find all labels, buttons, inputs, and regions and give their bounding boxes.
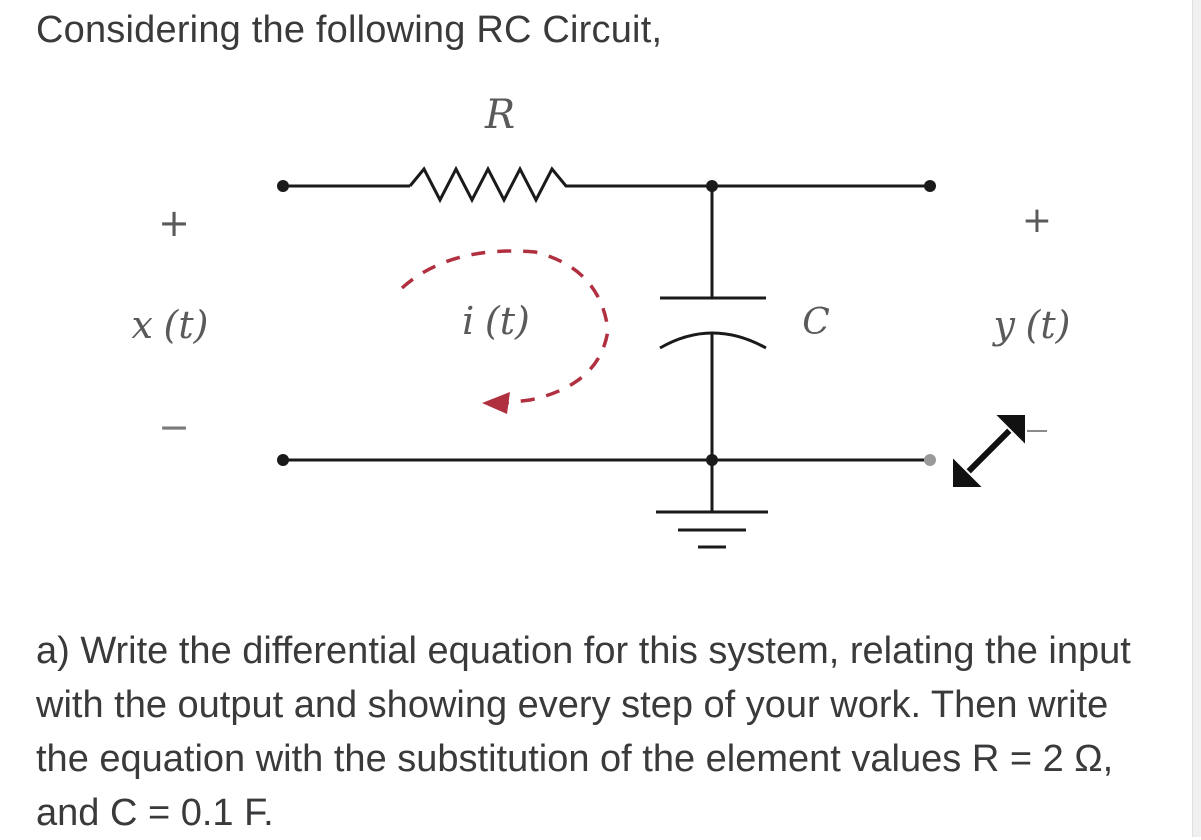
capacitor — [659, 186, 767, 460]
input-label: x (t) — [132, 303, 209, 347]
output-terminal-top — [924, 180, 936, 192]
input-minus-sign: − — [158, 405, 190, 449]
output-plus-sign: + — [1022, 200, 1052, 241]
page-scrollbar[interactable] — [1192, 0, 1201, 837]
current-label: i (t) — [462, 299, 530, 343]
input-terminal-bottom — [277, 454, 289, 466]
resistor-zigzag — [408, 165, 580, 204]
input-terminal-top — [277, 180, 289, 192]
output-label: y (t) — [992, 303, 1071, 347]
input-plus-sign: + — [158, 201, 190, 245]
question-text: a) Write the differential equation for t… — [36, 630, 1131, 834]
top-wire — [283, 165, 930, 204]
rc-circuit-diagram: R C + x (t) − + y (t) — [132, 92, 1071, 549]
capacitor-label: C — [802, 302, 830, 343]
output-terminal-bottom — [924, 454, 936, 466]
resize-diagonal-icon — [951, 413, 1027, 489]
current-arrowhead-icon — [482, 392, 510, 414]
resistor-label: R — [484, 92, 515, 138]
page-heading: Considering the following RC Circuit, — [36, 9, 663, 51]
ground-icon — [656, 460, 768, 549]
current-loop-arrow — [400, 249, 610, 405]
